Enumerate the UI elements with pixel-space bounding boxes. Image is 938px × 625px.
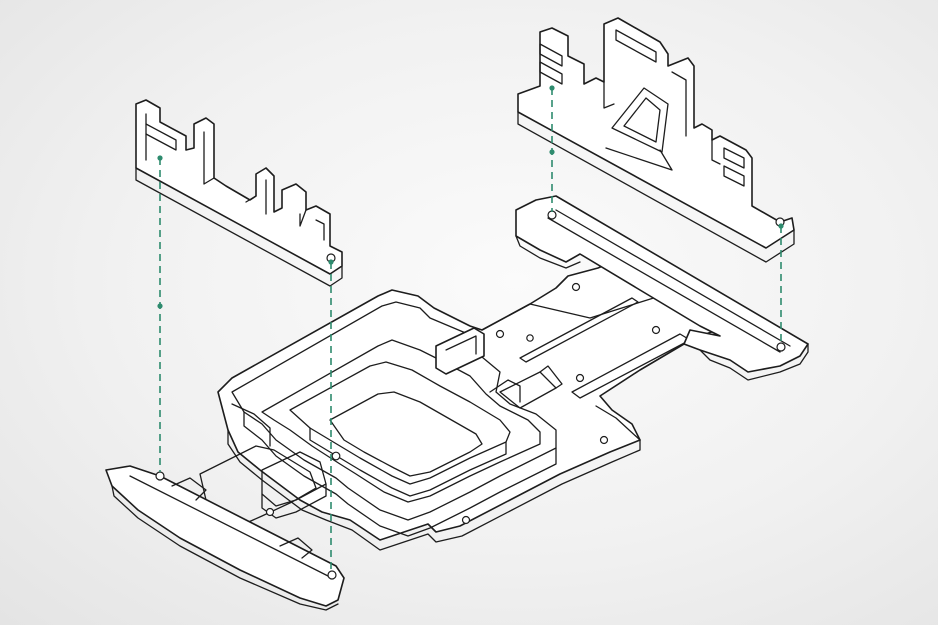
deck-hole-8 bbox=[265, 507, 275, 517]
guide-left-bracket-left-dot-2 bbox=[157, 303, 163, 309]
right-flap-edge bbox=[595, 405, 641, 441]
rail-end-wall bbox=[699, 343, 809, 381]
right-bracket-post-2 bbox=[671, 71, 687, 137]
left-bracket-post bbox=[203, 131, 215, 185]
bumper-hole-right bbox=[327, 570, 337, 580]
left-bracket-step bbox=[245, 195, 257, 203]
rail-groove-2 bbox=[547, 217, 781, 353]
guide-left-bracket-left-dot-1 bbox=[157, 155, 163, 161]
wedge-support-side bbox=[539, 365, 563, 389]
deck-outline bbox=[217, 251, 741, 541]
guide-right-bracket-right-dot-1 bbox=[778, 223, 784, 229]
left-bracket-tooth bbox=[299, 209, 307, 227]
deck-hole-7 bbox=[461, 515, 471, 525]
outer-rim-wall bbox=[243, 411, 557, 537]
left-bracket-base bbox=[135, 167, 343, 287]
front-channel-insert bbox=[261, 451, 327, 507]
rear-rail bbox=[515, 195, 809, 381]
deck-thickness bbox=[227, 429, 641, 551]
right-bracket-top-bar bbox=[615, 29, 657, 63]
middle-rim bbox=[261, 339, 541, 503]
front-bumper bbox=[105, 465, 345, 611]
right-bracket-base bbox=[517, 111, 795, 263]
left-bracket-face bbox=[135, 99, 343, 275]
right-bracket-post bbox=[603, 81, 615, 109]
left-bracket-window bbox=[145, 123, 177, 151]
guide-right-bracket-left-dot-1 bbox=[549, 85, 555, 91]
bumper-crease bbox=[129, 475, 333, 579]
right-bracket-triangle-inner bbox=[623, 97, 661, 143]
bumper-tab-1 bbox=[171, 477, 207, 501]
deck-hole-1 bbox=[495, 329, 505, 339]
bumper-hole-left bbox=[155, 471, 165, 481]
deck-hole-4 bbox=[651, 325, 661, 335]
deep-pocket-floor bbox=[329, 391, 483, 477]
slot-long bbox=[519, 297, 639, 363]
deck-hole-2 bbox=[571, 282, 581, 292]
right-bracket-window-3 bbox=[723, 147, 745, 169]
rib-mid bbox=[489, 379, 521, 403]
deck-hole-6 bbox=[599, 435, 609, 445]
right-bracket-triangle-outer bbox=[611, 87, 669, 153]
rail-hole-left bbox=[547, 210, 557, 220]
bumper-tab-2 bbox=[279, 537, 313, 559]
rib-left bbox=[231, 403, 271, 447]
deck-hole-3 bbox=[526, 334, 534, 342]
inner-pocket-wall bbox=[309, 427, 507, 497]
right-bracket-window-1 bbox=[539, 43, 563, 67]
right-bracket-triangle-base bbox=[605, 147, 673, 171]
guide-left-bracket-right-dot-1 bbox=[328, 259, 334, 265]
mount-hole-front-right bbox=[331, 451, 341, 461]
deck-clip-detail bbox=[445, 335, 477, 355]
right-bracket-step bbox=[711, 139, 721, 165]
right-upright-bracket bbox=[517, 17, 795, 263]
deck-hole-5 bbox=[575, 373, 585, 383]
rail-groove-1 bbox=[555, 209, 791, 347]
rail-front-wall bbox=[515, 235, 581, 269]
right-bracket-window-2 bbox=[539, 61, 563, 85]
left-upright-bracket bbox=[135, 99, 343, 287]
guide-right-bracket-left-dot-2 bbox=[549, 149, 555, 155]
front-channel-insert-wall bbox=[261, 483, 327, 519]
bumper-bottom bbox=[111, 485, 339, 611]
left-bracket-window-2 bbox=[315, 219, 325, 241]
base-frame bbox=[199, 251, 741, 551]
right-bracket-window-4 bbox=[723, 165, 745, 187]
assembly-guides bbox=[157, 85, 784, 572]
deck-clip bbox=[435, 327, 485, 375]
rail-hole-right bbox=[776, 342, 786, 352]
